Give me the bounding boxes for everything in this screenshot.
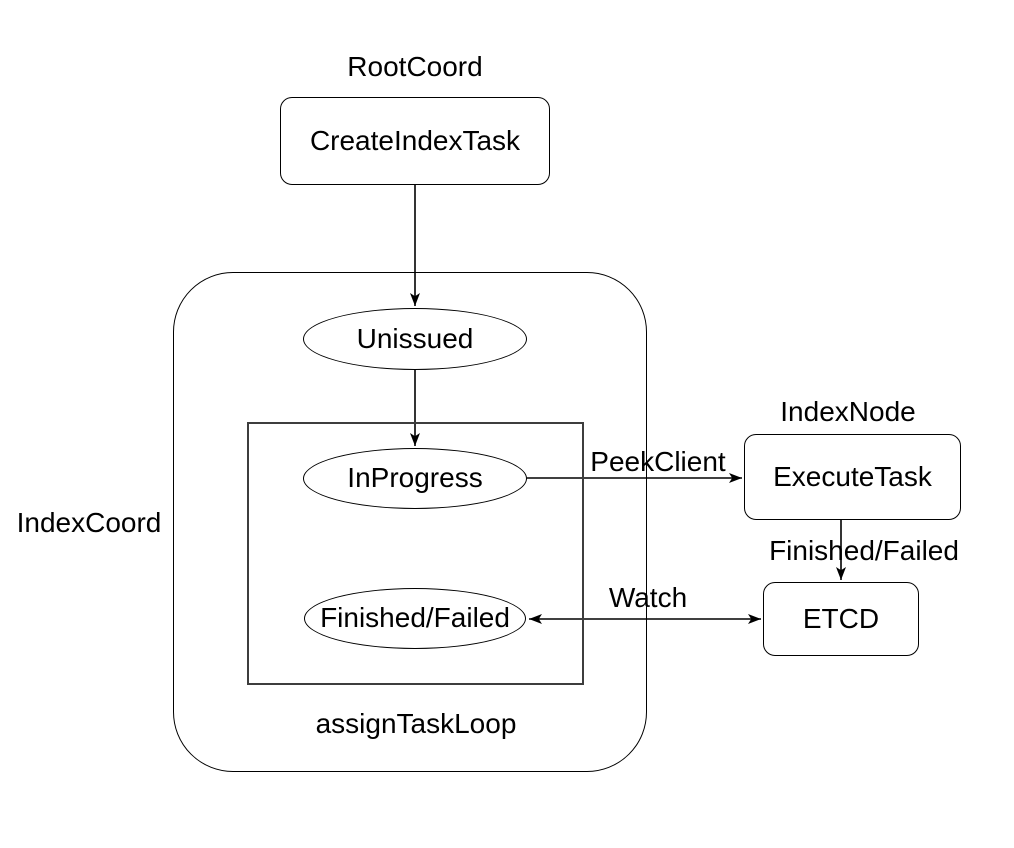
edge-label-finished-failed: Finished/Failed: [769, 535, 959, 566]
node-finished-failed-label: Finished/Failed: [320, 602, 510, 634]
assign-task-loop-label: assignTaskLoop: [315, 708, 517, 739]
edge-label-peek-client: PeekClient: [590, 446, 726, 477]
node-execute-task-label: ExecuteTask: [773, 460, 932, 492]
node-execute-task: ExecuteTask: [744, 434, 961, 520]
node-etcd-label: ETCD: [802, 602, 880, 634]
node-in-progress-label: InProgress: [347, 462, 483, 494]
index-node-label: IndexNode: [780, 396, 916, 427]
assign-task-loop-container: [247, 422, 584, 685]
node-unissued-label: Unissued: [356, 322, 474, 354]
root-coord-label: RootCoord: [347, 51, 483, 82]
edge-label-watch: Watch: [608, 582, 688, 613]
node-create-index-task-label: CreateIndexTask: [309, 124, 521, 156]
node-finished-failed: Finished/Failed: [304, 588, 526, 649]
node-in-progress: InProgress: [303, 448, 527, 509]
node-etcd: ETCD: [763, 582, 919, 656]
node-unissued: Unissued: [303, 308, 527, 370]
node-create-index-task: CreateIndexTask: [280, 97, 550, 185]
index-coord-label: IndexCoord: [16, 507, 162, 538]
index-coord-container: [173, 272, 647, 772]
